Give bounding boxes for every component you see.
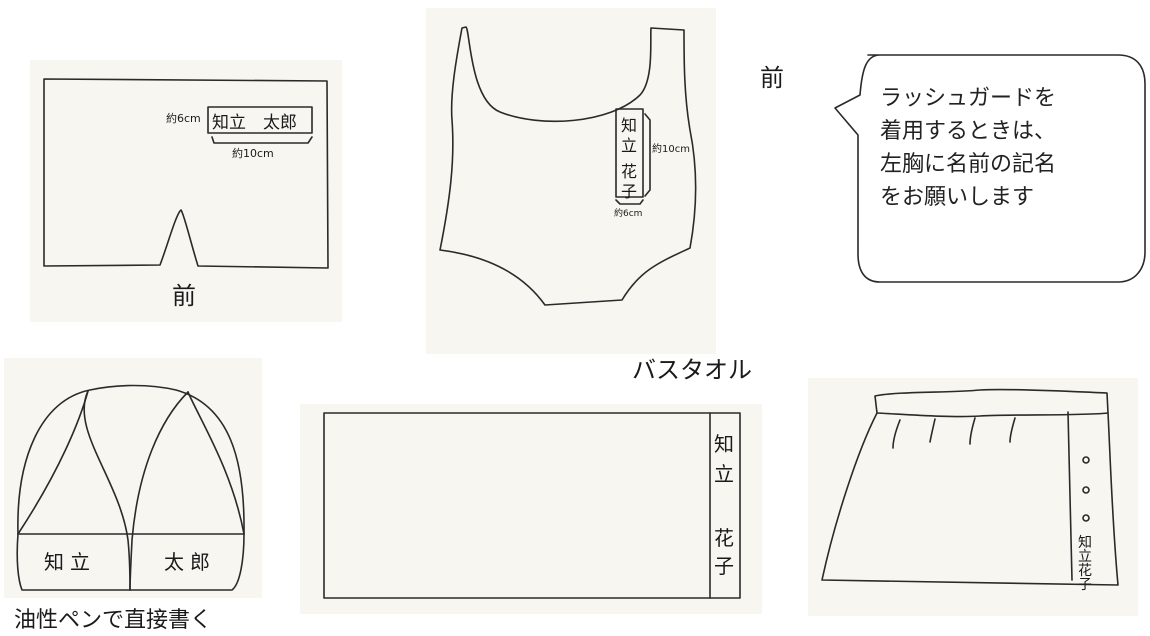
swimsuit-name-char-1: 知 [621,116,638,135]
skirt-name-char-3: 花 [1078,563,1092,579]
skirt-button-1 [1082,456,1090,464]
shorts-panel [30,60,342,322]
shorts-name-box [207,106,313,134]
skirt-panel [808,378,1138,616]
towel-title: バスタオル [632,356,752,384]
cap-seam-right [187,391,245,535]
speech-bubble-text: ラッシュガードを 着用するときは、 左胸に名前の記名 をお願いします [880,82,1130,214]
skirt-name-char-2: 立 [1078,549,1092,565]
shorts-name: 知立 太郎 [212,113,297,133]
swimsuit-height-bracket [644,113,651,197]
speech-bubble-line-4: をお願いします [880,185,1035,210]
speech-bubble-line-2: 着用するときは、 [880,119,1057,144]
skirt-gather-4 [1009,417,1016,443]
swimsuit-width-note: 約6cm [614,209,643,219]
swimsuit-name-char-4: 子 [621,182,638,201]
skirt-name-char-1: 知 [1078,535,1092,551]
cap-seam-center-right [129,391,189,591]
towel-name-char-2: 立 [714,462,734,486]
swimsuit-panel [426,8,716,354]
skirt-button-2 [1082,486,1090,494]
skirt-button-3 [1082,514,1090,522]
skirt-placket [1067,411,1073,581]
swimsuit-name-char-3: 花 [621,162,638,181]
skirt-gather-3 [969,417,976,445]
speech-bubble-outline [834,54,1146,283]
swimsuit-height-note: 約10cm [652,144,690,155]
skirt-waistband [874,388,1109,418]
swimsuit-front-label: 前 [760,64,784,92]
skirt-gather-2 [929,418,936,443]
cap-panel [4,358,262,598]
skirt-outline [821,412,1119,586]
towel-name-char-4: 子 [714,554,734,578]
towel-name-char-3: 花 [714,526,734,550]
shorts-width-bracket [211,136,313,144]
swimsuit-width-bracket [615,199,644,205]
cap-name-right: 太郎 [164,550,216,574]
shorts-width-note: 約10cm [232,147,274,160]
shorts-outline [43,78,329,269]
swimsuit-name-box [615,108,644,198]
skirt-gather-1 [892,419,901,449]
towel-panel [300,404,762,614]
speech-bubble-line-1: ラッシュガードを [880,86,1057,111]
cap-name-left: 知立 [44,550,96,574]
skirt-name-char-4: 子 [1078,577,1092,593]
towel-name-char-1: 知 [714,432,734,456]
cap-caption: 油性ペンで直接書く [14,608,213,633]
towel-outline [323,412,741,599]
cap-outline [16,384,245,591]
shorts-front-label: 前 [172,282,196,310]
swimsuit-name-char-2: 立 [621,136,638,155]
shorts-height-note: 約6cm [166,112,201,125]
cap-seam-left [17,390,89,535]
speech-bubble-line-3: 左胸に名前の記名 [880,152,1057,177]
swimsuit-outline [439,26,697,306]
